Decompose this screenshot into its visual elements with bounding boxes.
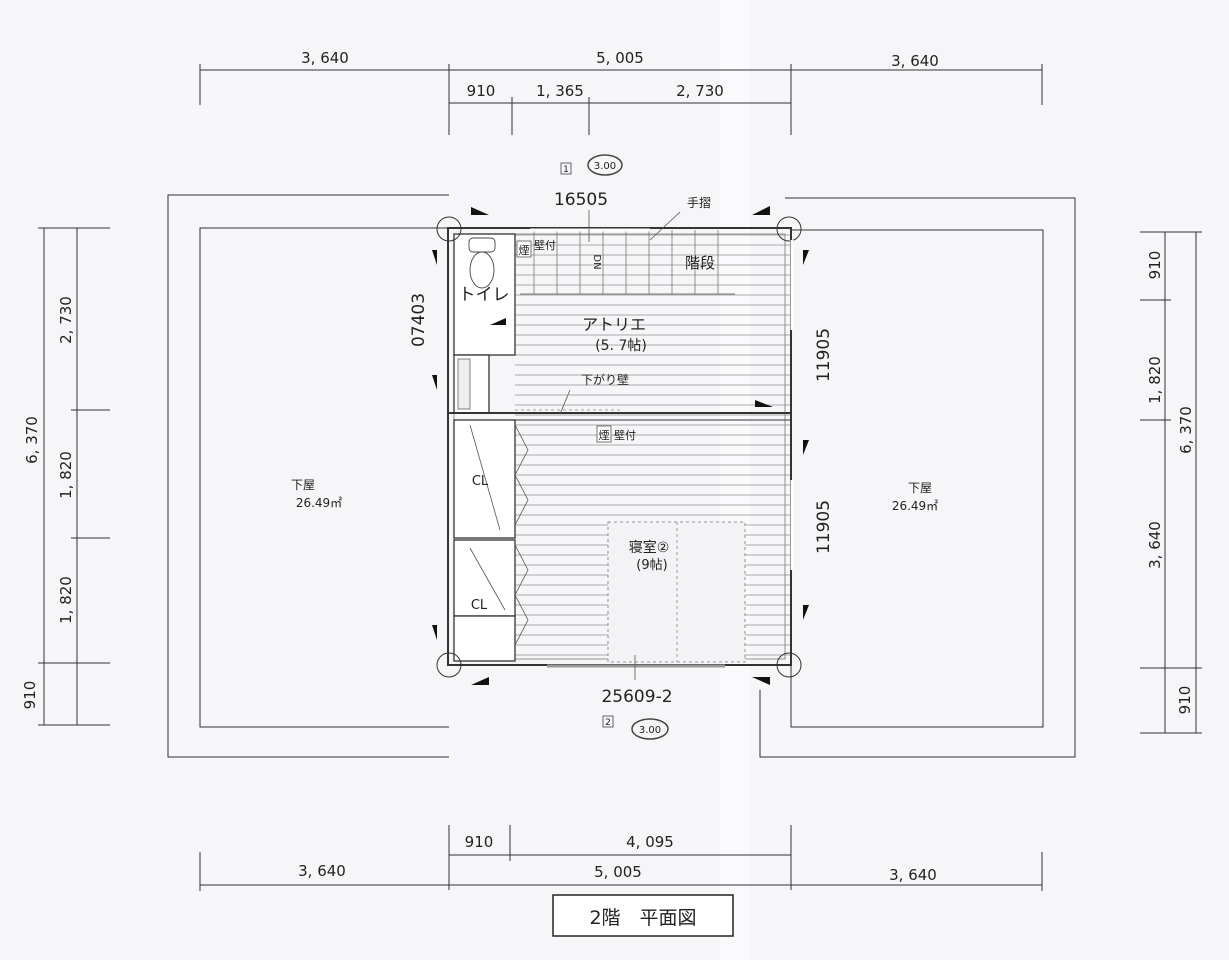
dim-right-total: 6, 370 xyxy=(1177,406,1195,454)
section-marker-top: 1 3.00 xyxy=(560,154,623,176)
down-label: DN xyxy=(591,254,602,269)
room-atelier-label: アトリエ xyxy=(582,315,646,334)
dim-top-inner-2: 1, 365 xyxy=(536,82,584,100)
window-code-north: 16505 xyxy=(554,190,608,210)
window-code-east-upper: 11905 xyxy=(814,328,834,382)
marker-number: 2 xyxy=(605,718,611,728)
dim-bottom-inner-2: 4, 095 xyxy=(626,833,674,851)
dim-top-outer-right: 3, 640 xyxy=(891,52,939,70)
dim-left-2: 1, 820 xyxy=(57,451,75,499)
room-toilet-label: トイレ xyxy=(459,285,510,305)
window-code-west: 07403 xyxy=(409,293,429,347)
smoke-detector-2: 煙 壁付 xyxy=(596,425,636,443)
building xyxy=(432,206,809,685)
section-marker-bottom: 2 3.00 xyxy=(602,715,669,740)
right-dimensions: 910 1, 820 3, 640 6, 370 910 xyxy=(1140,231,1202,734)
dim-right-4: 910 xyxy=(1176,686,1194,715)
soffit-label: 下がり壁 xyxy=(581,372,629,387)
lower-roof-right: 下屋 26.49㎡ xyxy=(759,197,1076,758)
drawing-title: 2階 平面図 xyxy=(589,907,696,929)
lower-roof-label: 下屋 xyxy=(908,481,932,495)
lower-roof-label: 下屋 xyxy=(291,478,315,492)
closet-label-2: CL xyxy=(471,598,488,613)
closet-label-1: CL xyxy=(472,474,489,489)
dim-bottom-outer-left: 3, 640 xyxy=(298,862,346,880)
dim-top-outer-center: 5, 005 xyxy=(596,49,644,67)
dim-right-1: 910 xyxy=(1146,251,1164,280)
room-atelier-size: (5. 7帖) xyxy=(595,338,647,354)
dim-bottom-inner-1: 910 xyxy=(465,833,494,851)
lower-roof-area: 26.49㎡ xyxy=(296,496,342,510)
dim-bottom-outer-right: 3, 640 xyxy=(889,866,937,884)
dim-left-1: 2, 730 xyxy=(57,296,75,344)
dim-right-2: 1, 820 xyxy=(1146,356,1164,404)
wall-mounted-label: 壁付 xyxy=(534,238,556,252)
window-code-east-lower: 11905 xyxy=(814,500,834,554)
dim-right-3: 3, 640 xyxy=(1146,521,1164,569)
top-dimensions: 3, 640 5, 005 3, 640 910 1, 365 2, 730 xyxy=(199,49,1043,135)
marker-height: 3.00 xyxy=(594,161,616,172)
lower-roof-left: 下屋 26.49㎡ xyxy=(167,194,449,758)
smoke-icon-label: 煙 xyxy=(599,429,610,442)
wall-mounted-label: 壁付 xyxy=(614,428,636,442)
marker-height: 3.00 xyxy=(639,725,661,736)
smoke-detector-1: 煙 壁付 xyxy=(516,238,556,258)
window-code-south: 25609-2 xyxy=(601,687,672,707)
title-box xyxy=(552,894,734,937)
dim-left-3: 1, 820 xyxy=(57,576,75,624)
view-arrows xyxy=(432,206,809,685)
marker-number: 1 xyxy=(563,165,569,175)
dim-left-total: 6, 370 xyxy=(23,416,41,464)
stairs-label: 階段 xyxy=(685,254,715,272)
room-bedroom-label: 寝室② xyxy=(629,539,670,556)
left-dimensions: 6, 370 2, 730 1, 820 1, 820 910 xyxy=(21,227,110,726)
lower-roof-area: 26.49㎡ xyxy=(892,499,938,513)
bottom-dimensions: 910 4, 095 3, 640 5, 005 3, 640 xyxy=(199,825,1043,891)
room-bedroom-size: (9帖) xyxy=(636,558,667,573)
dim-left-4: 910 xyxy=(21,681,39,710)
dim-top-inner-1: 910 xyxy=(467,82,496,100)
smoke-icon-label: 煙 xyxy=(519,244,530,257)
dim-top-outer-left: 3, 640 xyxy=(301,49,349,67)
dim-bottom-outer-center: 5, 005 xyxy=(594,863,642,881)
dim-top-inner-3: 2, 730 xyxy=(676,82,724,100)
handrail-label: 手摺 xyxy=(687,195,711,210)
